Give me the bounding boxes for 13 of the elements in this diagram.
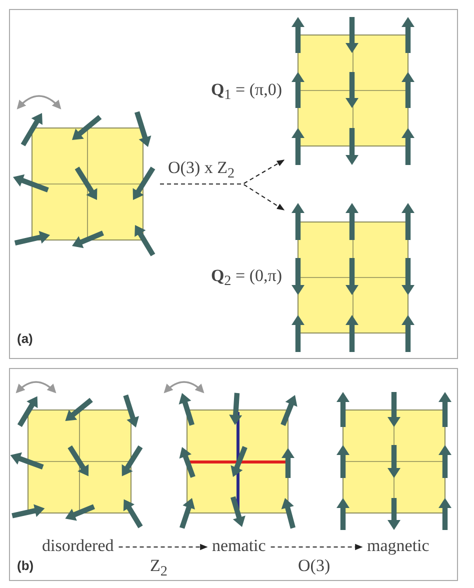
panel-label: (a): [17, 331, 33, 346]
dashed-arrow: [270, 544, 363, 550]
edge-label: O(3): [298, 556, 330, 576]
panel-frame: [9, 368, 458, 581]
dashed-arrow: [118, 544, 208, 550]
panel-label: (b): [17, 558, 34, 573]
wavevector-label: Q$_{1}$ = (π,0): [210, 80, 282, 104]
panel-frame: [9, 9, 458, 359]
wavevector-label: Q$_{2}$ = (0,π): [210, 266, 282, 290]
phase-label: disordered: [37, 536, 119, 556]
phase-label: magnetic: [362, 536, 434, 556]
phase-label: nematic: [207, 536, 271, 556]
dashed-arrow: [160, 183, 285, 210]
